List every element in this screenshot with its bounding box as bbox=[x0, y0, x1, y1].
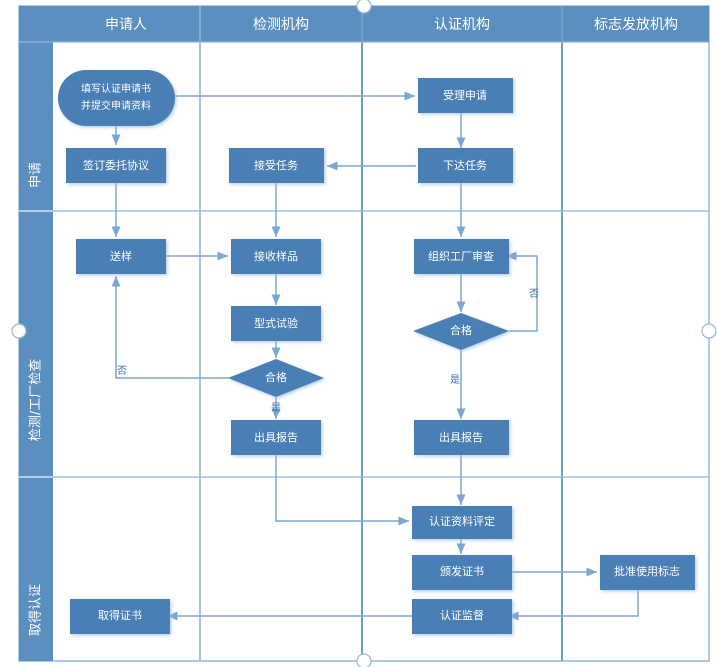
node-decision-audit-pass[interactable]: 合格 bbox=[413, 313, 509, 350]
node-label-n6: 送样 bbox=[110, 249, 132, 263]
node-label-n13: 出具报告 bbox=[439, 430, 483, 444]
edge-label-testing-pass: 是 bbox=[271, 402, 281, 414]
connector-n10-n14 bbox=[275, 454, 409, 526]
column-header-certification: 认证机构 bbox=[434, 17, 490, 33]
node-issue-test-report[interactable]: 出具报告 bbox=[231, 420, 321, 455]
resize-handle-right[interactable] bbox=[701, 323, 717, 339]
node-decision-test-pass[interactable]: 合格 bbox=[228, 359, 324, 397]
node-label-n5: 下达任务 bbox=[443, 159, 487, 172]
node-sign-entrustment-agreement[interactable]: 签订委托协议 bbox=[66, 148, 166, 183]
column-header-mark-issuer: 标志发放机构 bbox=[594, 17, 678, 33]
node-evaluate-certification-docs[interactable]: 认证资料评定 bbox=[412, 506, 512, 539]
resize-handle-left[interactable] bbox=[11, 323, 27, 339]
node-approve-mark-usage[interactable]: 批准使用标志 bbox=[600, 555, 695, 590]
lane-label-certify: 取得认证 bbox=[28, 584, 44, 636]
node-label-n18: 取得证书 bbox=[98, 609, 142, 622]
node-label-n1-line1: 填写认证申请书 bbox=[81, 82, 151, 95]
node-label-n11: 组织工厂审查 bbox=[428, 249, 494, 263]
node-label-n16: 批准使用标志 bbox=[614, 564, 680, 578]
lane-label-inspect: 检测/工厂检查 bbox=[29, 359, 44, 441]
connector-n16-n17 bbox=[508, 589, 639, 621]
node-label-n2: 签订委托协议 bbox=[83, 158, 149, 172]
column-headers: 申请人 检测机构 认证机构 标志发放机构 bbox=[105, 17, 678, 33]
lane-labels: 申请 检测/工厂检查 取得认证 bbox=[28, 162, 44, 636]
node-organize-factory-audit[interactable]: 组织工厂审查 bbox=[414, 239, 509, 274]
node-assign-task[interactable]: 下达任务 bbox=[418, 148, 513, 183]
node-accept-application[interactable]: 受理申请 bbox=[418, 78, 513, 113]
node-label-n14: 认证资料评定 bbox=[429, 514, 495, 528]
node-label-n8: 型式试验 bbox=[254, 316, 298, 330]
node-label-n17: 认证监督 bbox=[440, 608, 484, 622]
resize-handle-top[interactable] bbox=[356, 0, 372, 14]
node-accept-task[interactable]: 接受任务 bbox=[229, 148, 324, 183]
node-certification-supervision[interactable]: 认证监督 bbox=[412, 599, 512, 634]
node-label-n12: 合格 bbox=[450, 323, 472, 337]
node-send-sample[interactable]: 送样 bbox=[76, 239, 166, 274]
lane-label-apply: 申请 bbox=[29, 162, 44, 188]
edge-label-factory-pass: 是 bbox=[450, 374, 460, 386]
node-fill-application-form[interactable]: 填写认证申请书 并提交申请资料 bbox=[58, 70, 175, 126]
selection-handles[interactable] bbox=[11, 0, 717, 667]
resize-handle-bottom[interactable] bbox=[356, 653, 372, 667]
node-type-test[interactable]: 型式试验 bbox=[231, 306, 321, 341]
edge-labels: 否 是 否 是 bbox=[117, 288, 539, 414]
column-header-applicant: 申请人 bbox=[105, 17, 147, 33]
node-label-n3: 接受任务 bbox=[254, 159, 298, 172]
node-label-n4: 受理申请 bbox=[443, 89, 487, 102]
column-header-testing: 检测机构 bbox=[253, 17, 309, 33]
node-issue-audit-report[interactable]: 出具报告 bbox=[414, 420, 509, 455]
node-issue-certificate[interactable]: 颁发证书 bbox=[412, 555, 512, 590]
connector-n9-no-n6 bbox=[111, 276, 229, 379]
node-label-n9: 合格 bbox=[265, 370, 287, 384]
node-label-n15: 颁发证书 bbox=[440, 564, 484, 578]
node-label-n10: 出具报告 bbox=[254, 430, 298, 444]
node-label-n1-line2: 并提交申请资料 bbox=[81, 99, 151, 112]
edge-label-testing-fail: 否 bbox=[117, 365, 127, 377]
edge-label-factory-fail: 否 bbox=[529, 288, 539, 300]
node-obtain-certificate[interactable]: 取得证书 bbox=[70, 599, 170, 634]
node-label-n7: 接收样品 bbox=[254, 249, 298, 263]
connectors bbox=[111, 91, 639, 621]
connector-n12-no-n11 bbox=[506, 251, 538, 332]
node-receive-sample[interactable]: 接收样品 bbox=[231, 239, 321, 274]
